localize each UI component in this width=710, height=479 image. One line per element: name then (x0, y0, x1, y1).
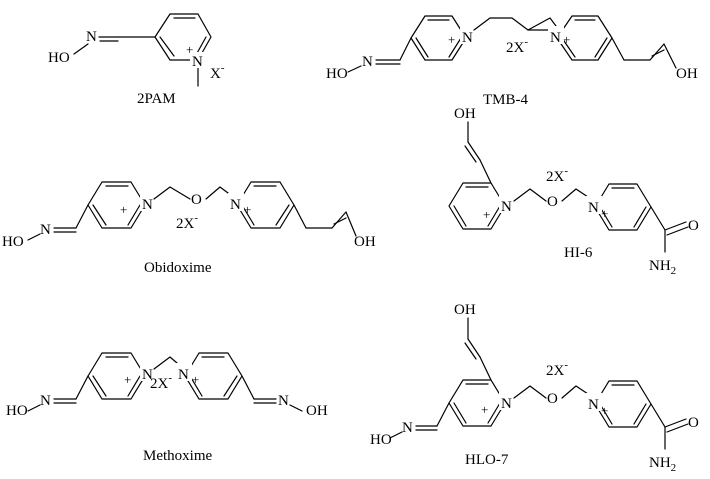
hydroxyl-left: HO (6, 403, 28, 419)
hydroxyl-left: HO (370, 432, 392, 448)
ether-oxygen: O (191, 192, 202, 208)
counterion: 2X- (176, 212, 198, 232)
hydroxyl-right: OH (676, 66, 698, 82)
hydroxyl: HO (48, 50, 70, 66)
ether-oxygen: O (547, 391, 558, 407)
charge-plus-right: + (192, 372, 199, 387)
hydroxyl-right: OH (354, 234, 376, 250)
molecule-obidoxime: N + O N + N HO OH 2X- Obidoxime (2, 181, 376, 276)
oxime-nitrogen: N (86, 29, 97, 45)
hydroxyl-top: OH (454, 302, 476, 318)
charge-plus-left: + (124, 372, 131, 387)
ring-nitrogen-left: N (142, 197, 153, 213)
counterion: 2X- (546, 359, 568, 379)
oxime-nitrogen-right: N (278, 393, 289, 409)
ring-nitrogen-left: N (142, 367, 153, 383)
caption-hi6: HI-6 (564, 245, 593, 261)
carbonyl-oxygen: O (688, 218, 699, 234)
pyridinium-ring-left (87, 352, 146, 400)
pyridinium-ring (154, 13, 212, 61)
hydroxyl-left: HO (2, 234, 24, 250)
counterion: 2X- (546, 165, 568, 185)
charge-plus-left: + (481, 402, 488, 417)
oxime-nitrogen: N (402, 420, 413, 436)
caption-methoxime: Methoxime (143, 448, 212, 464)
ring-nitrogen-left: N (462, 30, 473, 46)
caption-2pam: 2PAM (137, 91, 176, 107)
ether-oxygen: O (547, 194, 558, 210)
carbonyl-oxygen: O (688, 415, 699, 431)
caption-tmb4: TMB-4 (483, 92, 529, 108)
charge-plus-right: + (601, 206, 608, 221)
oxime-nitrogen: N (40, 222, 51, 238)
charge-plus-right: + (563, 32, 570, 47)
charge-plus-left: + (448, 32, 455, 47)
pyridinium-ring-left (448, 182, 506, 230)
caption-obidoxime: Obidoxime (144, 260, 212, 276)
charge-plus-left: + (483, 207, 490, 222)
charge-plus-right: + (601, 403, 608, 418)
pyridinium-ring-left (410, 15, 467, 61)
molecule-hlo7: N + OH N HO O N + O NH2 2X- HLO-7 (370, 302, 699, 474)
ring-nitrogen-right: N (178, 367, 189, 383)
counterion: 2X- (506, 36, 528, 56)
oxime-nitrogen: N (362, 54, 373, 70)
molecule-methoxime: N + N + N HO N OH 2X- Methoxime (6, 352, 328, 464)
amide-nitrogen: NH2 (649, 455, 676, 474)
charge-plus: + (186, 42, 193, 57)
ring-nitrogen-right: N (550, 30, 561, 46)
ring-nitrogen-right: N (588, 200, 599, 216)
caption-hlo7: HLO-7 (465, 452, 509, 468)
oxime-nitrogen-left: N (40, 393, 51, 409)
hydroxyl-right: OH (306, 403, 328, 419)
ring-nitrogen: N (192, 54, 203, 70)
pyridinium-ring-left (448, 379, 506, 427)
ring-nitrogen-right: N (230, 197, 241, 213)
counterion: X- (210, 62, 225, 82)
charge-plus-right: + (244, 202, 251, 217)
ring-nitrogen-left: N (501, 199, 512, 215)
charge-plus-left: + (120, 202, 127, 217)
molecule-2pam: N + N HO X- 2PAM (48, 13, 225, 107)
hydroxyl: OH (454, 106, 476, 122)
molecule-hi6: N + OH O N + O NH2 2X- HI-6 (448, 106, 699, 277)
amide-nitrogen: NH2 (649, 258, 676, 277)
pyridinium-ring-left (87, 181, 146, 229)
hydroxyl-left: HO (326, 66, 348, 82)
molecule-tmb4: N + N + N HO OH 2X- TMB-4 (326, 15, 698, 108)
counterion: 2X- (150, 372, 172, 392)
ring-nitrogen-right: N (588, 397, 599, 413)
ring-nitrogen-left: N (501, 396, 512, 412)
